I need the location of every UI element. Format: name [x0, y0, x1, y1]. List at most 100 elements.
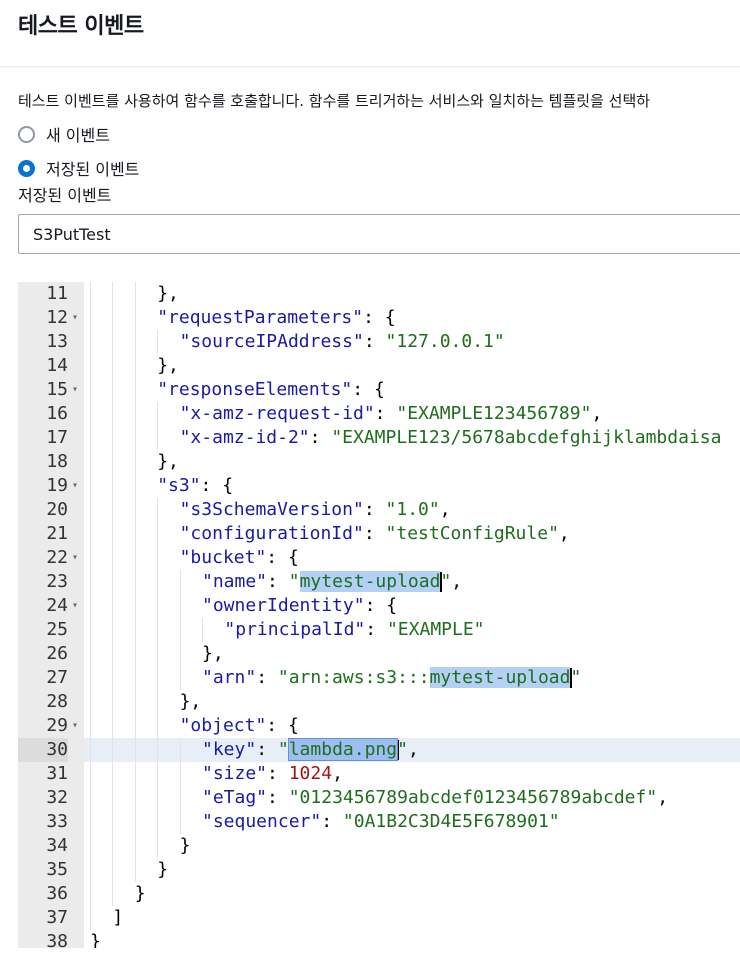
code-token: "	[397, 739, 408, 760]
code-line[interactable]: 30"key": "lambda.png",	[18, 738, 740, 762]
code-line[interactable]: 28},	[18, 690, 740, 714]
code-text: },	[157, 282, 179, 306]
code-line[interactable]: 11},	[18, 282, 740, 306]
line-number: 18	[46, 451, 68, 472]
line-number: 14	[46, 355, 68, 376]
code-line[interactable]: 33"sequencer": "0A1B2C3D4E5F678901"	[18, 810, 740, 834]
code-line[interactable]: 35}	[18, 858, 740, 882]
code-token: "	[277, 739, 289, 760]
code-line[interactable]: 23"name": "mytest-upload",	[18, 570, 740, 594]
saved-event-field-label: 저장된 이벤트	[18, 186, 112, 205]
indent-guide	[90, 618, 91, 642]
code-line[interactable]: 15▾"responseElements": {	[18, 378, 740, 402]
code-line[interactable]: 37]	[18, 906, 740, 930]
code-token: :	[363, 523, 386, 544]
radio-saved-event[interactable]: 저장된 이벤트	[18, 156, 139, 180]
code-line[interactable]: 14},	[18, 354, 740, 378]
radio-saved-event-circle[interactable]	[18, 159, 35, 177]
indent-guide	[134, 666, 136, 690]
indent-guide	[90, 474, 91, 498]
fold-arrow-icon[interactable]: ▾	[72, 600, 79, 611]
editor-gutter	[18, 282, 84, 948]
code-token: },	[157, 283, 179, 304]
radio-new-event[interactable]: 새 이벤트	[18, 122, 110, 146]
line-number: 36	[46, 883, 68, 904]
indent-guide	[90, 330, 91, 354]
code-line[interactable]: 25"principalId": "EXAMPLE"	[18, 618, 740, 642]
selected-token: lambda.png	[287, 738, 399, 761]
fold-arrow-icon[interactable]: ▾	[72, 312, 79, 323]
indent-guide	[157, 570, 159, 594]
indent-guide	[179, 642, 181, 666]
indent-guide	[134, 714, 136, 738]
code-line[interactable]: 20"s3SchemaVersion": "1.0",	[18, 498, 740, 522]
code-line[interactable]: 26},	[18, 642, 740, 666]
code-token: :	[374, 403, 397, 424]
json-code-editor[interactable]: 11},12▾"requestParameters": {13"sourceIP…	[18, 282, 740, 948]
code-text: }	[157, 858, 168, 882]
indent-guide	[112, 642, 114, 666]
code-token: :	[267, 571, 289, 592]
code-text: },	[157, 354, 179, 378]
code-line[interactable]: 21"configurationId": "testConfigRule",	[18, 522, 740, 546]
code-line[interactable]: 32"eTag": "0123456789abcdef0123456789abc…	[18, 786, 740, 810]
code-line[interactable]: 31"size": 1024,	[18, 762, 740, 786]
code-line[interactable]: 13"sourceIPAddress": "127.0.0.1"	[18, 330, 740, 354]
code-text: "responseElements": {	[157, 378, 385, 402]
code-token: 1024	[288, 763, 333, 784]
code-token: "size"	[202, 763, 268, 784]
code-line[interactable]: 12▾"requestParameters": {	[18, 306, 740, 330]
code-line[interactable]: 29▾"object": {	[18, 714, 740, 738]
fold-arrow-icon[interactable]: ▾	[72, 384, 79, 395]
code-token: "0123456789abcdef0123456789abcdef"	[288, 787, 658, 808]
code-line[interactable]: 38}	[18, 930, 740, 948]
code-token: }	[134, 883, 146, 904]
indent-guide	[112, 282, 114, 306]
indent-guide	[134, 354, 136, 378]
code-text: "sourceIPAddress": "127.0.0.1"	[180, 330, 505, 354]
indent-guide	[134, 786, 136, 810]
indent-guide	[157, 810, 159, 834]
indent-guide	[179, 738, 181, 762]
code-line[interactable]: 22▾"bucket": {	[18, 546, 740, 570]
saved-event-select[interactable]: S3PutTest	[18, 214, 740, 254]
indent-guide	[157, 402, 159, 426]
selected-token: mytest-upload	[299, 571, 441, 592]
line-number: 38	[46, 931, 68, 948]
code-token: "key"	[202, 739, 257, 760]
code-token: ,	[407, 739, 419, 760]
indent-guide	[112, 594, 114, 618]
code-line[interactable]: 18},	[18, 450, 740, 474]
indent-guide	[90, 858, 91, 882]
code-line[interactable]: 36}	[18, 882, 740, 906]
code-text: "requestParameters": {	[157, 306, 395, 330]
code-token: : {	[364, 595, 398, 616]
code-line[interactable]: 27"arn": "arn:aws:s3:::mytest-upload"	[18, 666, 740, 690]
code-line[interactable]: 24▾"ownerIdentity": {	[18, 594, 740, 618]
indent-guide	[179, 762, 181, 786]
code-line[interactable]: 19▾"s3": {	[18, 474, 740, 498]
code-token: "bucket"	[179, 547, 267, 568]
code-token: ,	[591, 403, 603, 424]
fold-arrow-icon[interactable]: ▾	[72, 552, 79, 563]
indent-guide	[179, 594, 181, 618]
fold-arrow-icon[interactable]: ▾	[72, 480, 79, 491]
indent-guide	[112, 498, 114, 522]
code-token: },	[157, 355, 179, 376]
line-number: 35	[46, 859, 68, 880]
indent-guide	[112, 810, 114, 834]
code-token: "s3SchemaVersion"	[179, 499, 364, 520]
fold-arrow-icon[interactable]: ▾	[72, 720, 79, 731]
code-line[interactable]: 16"x-amz-request-id": "EXAMPLE123456789"…	[18, 402, 740, 426]
indent-guide	[90, 834, 91, 858]
code-text: "sequencer": "0A1B2C3D4E5F678901"	[202, 810, 560, 834]
code-line[interactable]: 34}	[18, 834, 740, 858]
radio-new-event-circle[interactable]	[18, 125, 35, 143]
code-text: }	[180, 834, 191, 858]
code-token: ,	[558, 523, 570, 544]
code-line[interactable]: 17"x-amz-id-2": "EXAMPLE123/5678abcdefgh…	[18, 426, 740, 450]
line-number: 19	[46, 475, 68, 496]
indent-guide	[134, 282, 136, 306]
code-token: :	[256, 739, 278, 760]
indent-guide	[134, 330, 136, 354]
